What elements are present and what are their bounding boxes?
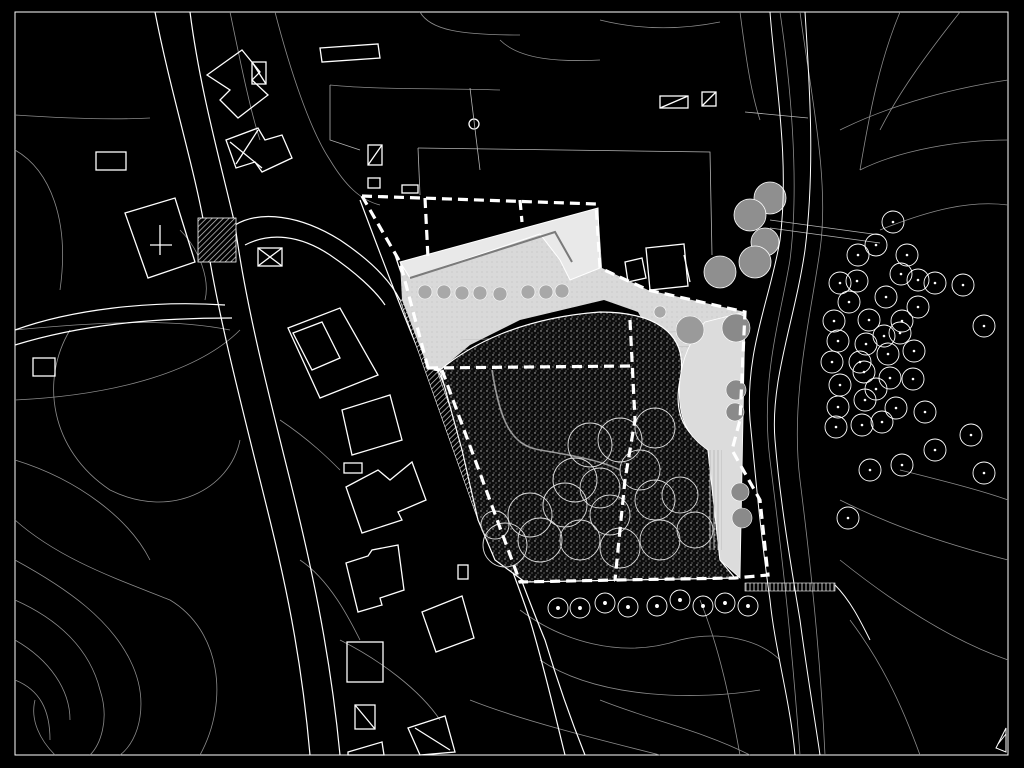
site-boundary xyxy=(360,194,770,584)
woodland-tree-centres xyxy=(830,220,986,520)
street-tree-row xyxy=(547,589,759,619)
neighbouring-buildings xyxy=(32,49,475,756)
access-road xyxy=(234,215,401,306)
roof-ridge xyxy=(409,230,573,279)
north-arrow-icon xyxy=(995,727,1007,753)
side-road xyxy=(14,303,233,346)
northern-buildings xyxy=(319,43,717,291)
main-road xyxy=(154,11,341,756)
drawing-frame xyxy=(14,11,1009,756)
canopy-trees xyxy=(703,181,787,289)
field-boundaries xyxy=(329,85,881,256)
stair-strip xyxy=(708,450,722,550)
contour-lines xyxy=(14,11,1009,756)
garden-trees xyxy=(480,407,714,569)
footbridge xyxy=(744,582,836,592)
forecourt-shrubs xyxy=(417,283,705,345)
woodland-trees xyxy=(820,210,996,530)
garden-path-line xyxy=(491,369,621,471)
garden-path xyxy=(678,311,746,579)
pedestrian-crossing xyxy=(197,217,237,263)
stream-banks xyxy=(748,11,871,756)
paved-forecourt xyxy=(400,208,745,440)
